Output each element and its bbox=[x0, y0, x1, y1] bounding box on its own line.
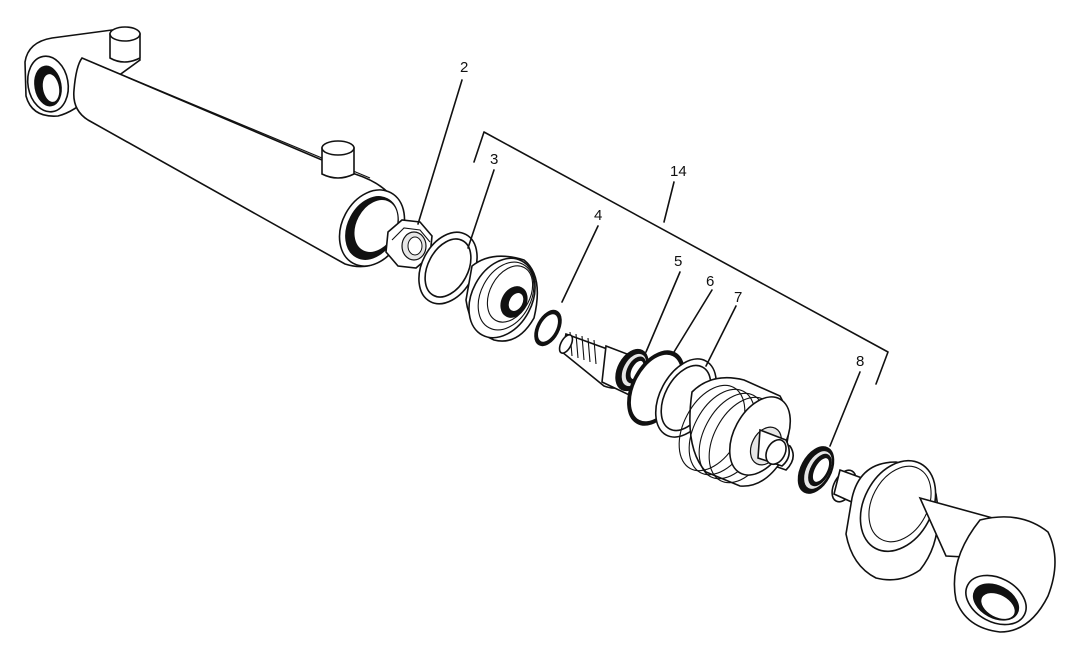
label-7: 7 bbox=[734, 289, 742, 306]
part-4-o-ring bbox=[534, 309, 562, 347]
part-3-ring bbox=[418, 231, 478, 305]
label-5: 5 bbox=[674, 253, 682, 270]
label-4: 4 bbox=[594, 207, 602, 224]
rod-end-eye bbox=[831, 459, 1056, 633]
cylinder-barrel bbox=[24, 26, 406, 268]
part-2-nut bbox=[385, 219, 433, 269]
piston bbox=[678, 376, 792, 487]
label-2: 2 bbox=[460, 59, 468, 76]
label-3: 3 bbox=[490, 151, 498, 168]
assembly-bracket-14 bbox=[473, 131, 889, 385]
label-6: 6 bbox=[706, 273, 714, 290]
leader-lines bbox=[417, 79, 861, 447]
gland-bearing bbox=[465, 255, 539, 342]
part-8-seal bbox=[797, 446, 835, 494]
label-14: 14 bbox=[670, 163, 687, 180]
label-8: 8 bbox=[856, 353, 864, 370]
